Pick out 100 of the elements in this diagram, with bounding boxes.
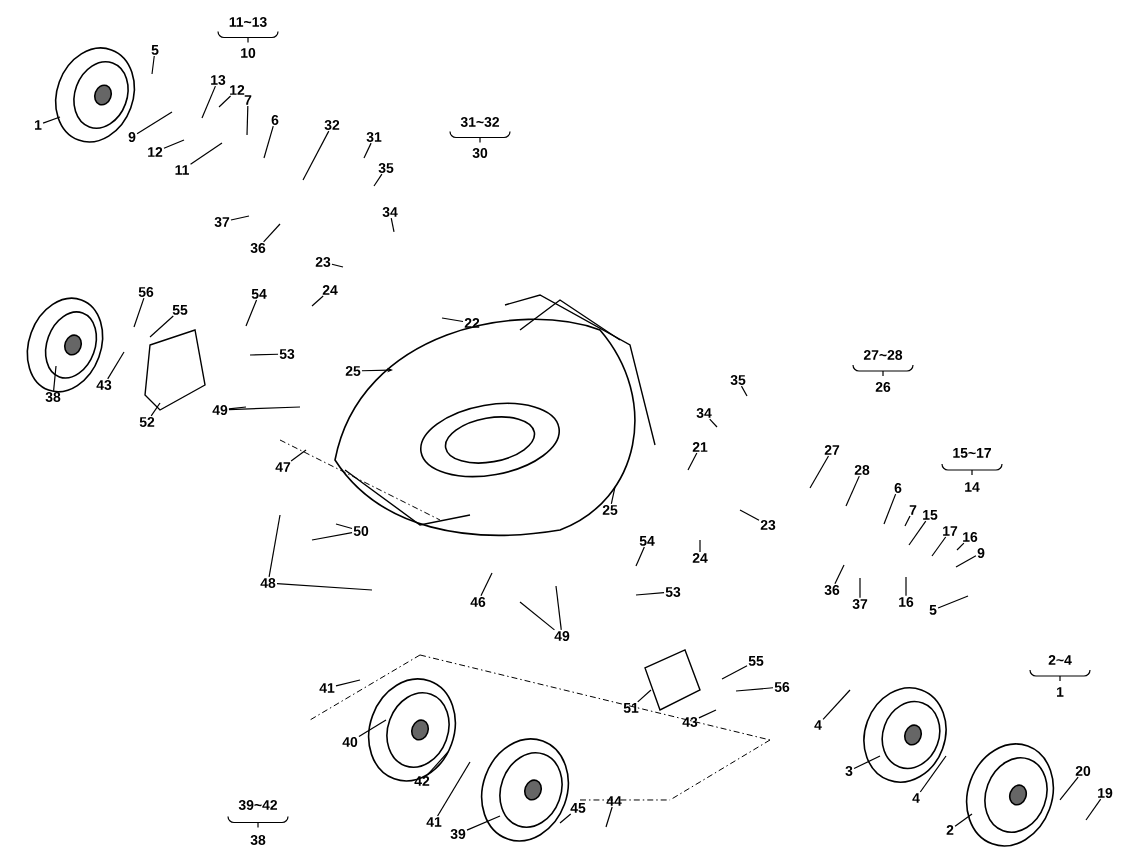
callout-number: 40 xyxy=(342,737,358,747)
callout-number: 20 xyxy=(1075,766,1091,776)
leader-line xyxy=(228,406,301,411)
callout-number: 31 xyxy=(366,132,382,142)
callout-number: 10 xyxy=(241,48,256,58)
callout-number: 23 xyxy=(315,257,331,267)
leader-line xyxy=(845,475,860,507)
callout-number: 11 xyxy=(175,165,189,175)
callout-number: 27 xyxy=(824,445,840,455)
callout-number: 38 xyxy=(45,392,61,402)
leader-line xyxy=(739,509,760,521)
leader-line xyxy=(268,514,281,578)
callout-number: 30 xyxy=(472,148,488,158)
leader-line xyxy=(218,95,232,108)
callout-number: 22 xyxy=(464,318,480,328)
callout-number: 4 xyxy=(912,793,920,803)
leader-line xyxy=(699,539,701,553)
callout-number: 50 xyxy=(353,526,369,536)
leader-line xyxy=(149,315,174,338)
leader-line xyxy=(559,813,572,824)
leader-line xyxy=(954,813,973,827)
leader-line xyxy=(42,116,61,124)
callout-number: 2~4 xyxy=(1048,655,1072,665)
callout-number: 56 xyxy=(774,682,790,692)
callout-number: 36 xyxy=(250,243,266,253)
callout-number: 53 xyxy=(279,349,295,359)
leader-line xyxy=(426,751,449,776)
leader-line xyxy=(735,687,774,692)
leader-line xyxy=(1085,798,1102,821)
callout-number: 39 xyxy=(450,829,466,839)
callout-number: 11~13 xyxy=(229,17,267,27)
leader-line xyxy=(555,585,562,631)
callout-number: 49 xyxy=(212,405,228,415)
callout-number: 41 xyxy=(426,817,442,827)
leader-line xyxy=(363,142,372,159)
callout-number: 43 xyxy=(96,380,112,390)
leader-line xyxy=(373,173,383,187)
callout-number: 16 xyxy=(899,597,914,607)
callout-number: 7 xyxy=(244,95,252,105)
leader-line xyxy=(1059,776,1079,801)
leader-line xyxy=(721,665,748,680)
leader-line xyxy=(908,520,927,546)
callout-number: 13 xyxy=(211,75,226,85)
leader-line xyxy=(637,689,652,703)
leader-line xyxy=(687,452,698,471)
leader-line xyxy=(955,555,977,568)
callout-number: 44 xyxy=(606,796,622,806)
callout-number: 7 xyxy=(909,505,917,515)
callout-number: 1 xyxy=(35,120,42,130)
leader-line xyxy=(263,125,274,159)
callout-number: 34 xyxy=(382,207,398,217)
leader-line xyxy=(904,515,911,527)
callout-number: 26 xyxy=(875,382,891,392)
callout-number: 55 xyxy=(172,305,188,315)
leader-line xyxy=(331,263,344,268)
callout-number: 14 xyxy=(965,482,980,492)
callout-number: 5 xyxy=(151,45,159,55)
leader-line xyxy=(311,295,324,307)
callout-number: 2 xyxy=(946,825,954,835)
leader-line xyxy=(189,142,223,165)
leader-line xyxy=(859,577,861,599)
callout-number: 16 xyxy=(963,532,978,542)
leader-line xyxy=(276,583,373,591)
callout-number: 28 xyxy=(854,465,870,475)
callout-number: 35 xyxy=(730,375,746,385)
leader-line xyxy=(358,719,387,738)
callout-number: 52 xyxy=(139,417,155,427)
leader-line xyxy=(230,215,250,221)
callout-number: 1 xyxy=(1057,687,1064,697)
callout-number: 39~42 xyxy=(238,800,278,810)
leader-line xyxy=(709,418,718,428)
callout-number: 17 xyxy=(943,526,958,536)
callout-number: 3 xyxy=(845,766,853,776)
callout-number: 27~28 xyxy=(863,350,903,360)
leader-line xyxy=(228,406,247,410)
callout-number: 54 xyxy=(639,536,655,546)
callout-number: 37 xyxy=(852,599,868,609)
leader-line xyxy=(466,815,501,831)
leader-line xyxy=(163,139,185,149)
callout-number: 54 xyxy=(251,289,267,299)
callout-number: 24 xyxy=(692,553,708,563)
callout-number: 25 xyxy=(345,366,361,376)
callout-number: 9 xyxy=(977,548,985,558)
leader-line xyxy=(441,317,464,323)
callout-number: 34 xyxy=(696,408,712,418)
callout-number: 43 xyxy=(682,717,698,727)
callout-number: 6 xyxy=(894,483,902,493)
leader-line xyxy=(290,449,307,462)
callout-number: 25 xyxy=(602,505,618,515)
leader-line xyxy=(883,493,897,525)
callout-number: 24 xyxy=(322,285,338,295)
leader-line xyxy=(150,402,161,417)
leader-line xyxy=(390,217,395,233)
callout-number: 51 xyxy=(623,703,639,713)
leader-line xyxy=(956,542,965,551)
leader-line xyxy=(931,536,947,557)
callout-number: 5 xyxy=(929,605,937,615)
leader-line xyxy=(335,679,361,687)
callout-number: 31~32 xyxy=(460,117,500,127)
leader-line xyxy=(249,353,279,356)
